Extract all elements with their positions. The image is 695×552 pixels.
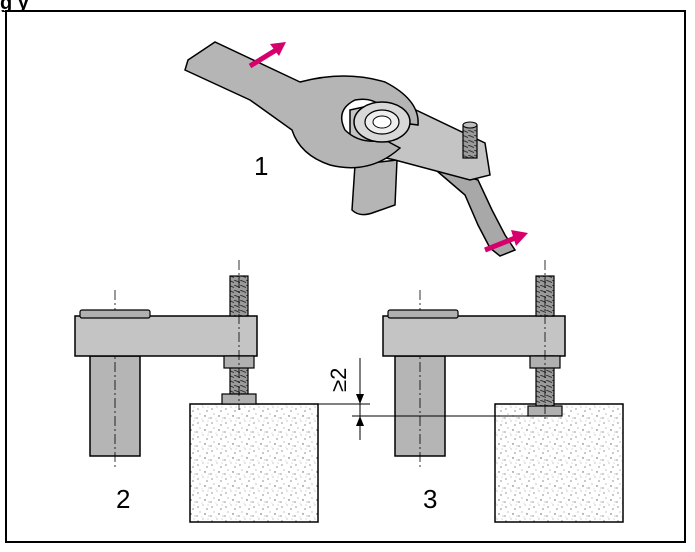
header-fragment: g y [0,0,29,12]
rotation-arrow-upper-icon [248,42,286,69]
step-2-label: 2 [116,484,130,514]
dimension-label: ≥2 [326,368,351,392]
upper-wrench-icon [184,41,419,169]
adjusting-bolt-icon [462,124,478,159]
figure-frame [5,10,686,543]
dimension-marker [318,358,528,440]
bracket-beam-icon [382,315,566,357]
step-2-illustration [74,260,319,523]
step-3-label: 3 [423,484,437,514]
wrench-illustration [184,41,528,257]
bracket-beam-icon [74,315,258,357]
concrete-block-icon [494,403,624,523]
column-post-icon [351,159,398,216]
concrete-block-icon [189,403,319,523]
lower-wrench-icon [429,164,517,257]
step-3-illustration [382,260,624,523]
step-1-label: 1 [254,151,268,181]
rotation-arrow-lower-icon [484,230,528,253]
